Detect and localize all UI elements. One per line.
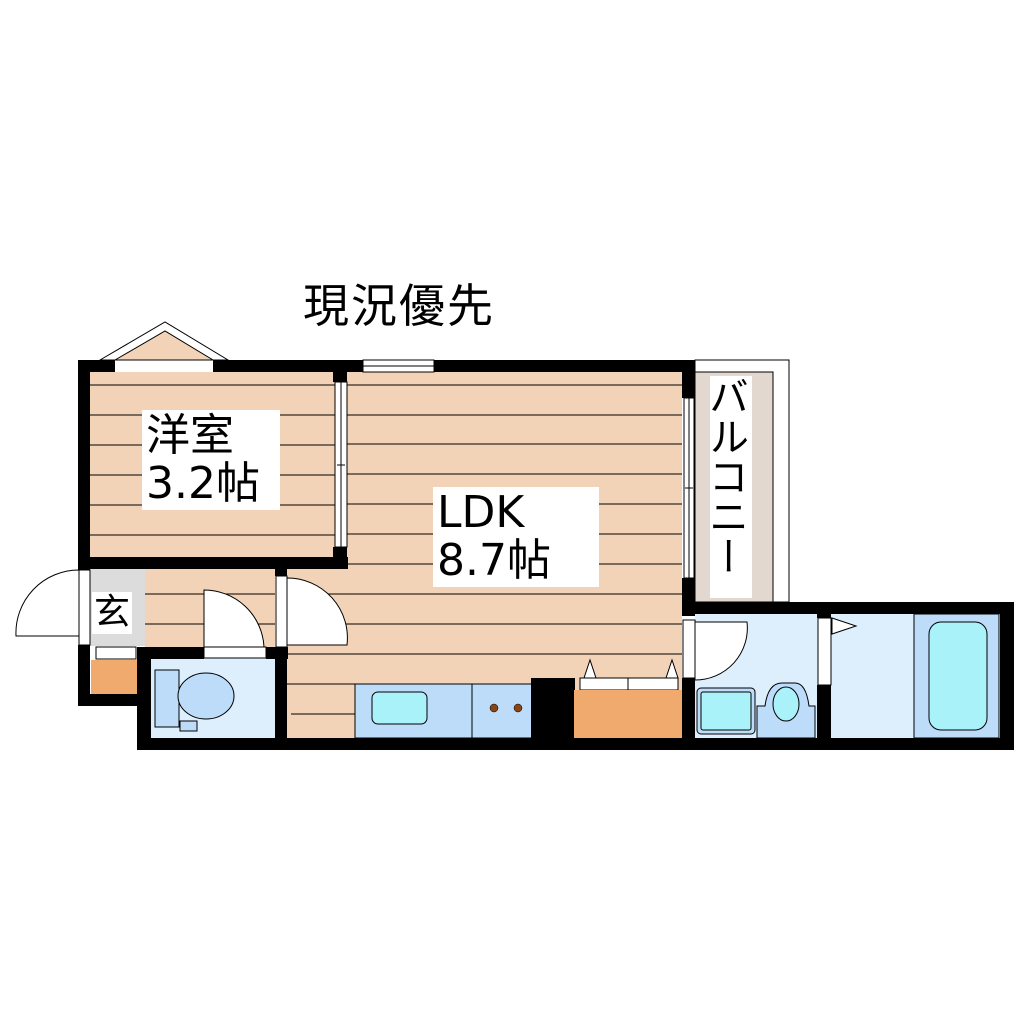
- western-room-label: 洋室 3.2帖: [142, 410, 280, 510]
- walls: [78, 360, 1014, 750]
- balcony-label: バルコニー: [710, 376, 752, 598]
- storage-unit: [574, 658, 682, 738]
- bathroom: [831, 613, 1000, 739]
- windows: [334, 359, 695, 579]
- ldk-name: LDK: [437, 487, 525, 538]
- doors: [15, 569, 832, 686]
- entrance-label: 玄: [92, 592, 133, 634]
- ldk-size: 8.7帖: [437, 535, 551, 586]
- plan-title: 現況優先: [303, 279, 495, 333]
- western-room-size: 3.2帖: [146, 458, 260, 509]
- kitchen-counter: [354, 678, 575, 739]
- bay-window: [98, 321, 230, 361]
- western-room-name: 洋室: [146, 410, 234, 461]
- ldk-label: LDK 8.7帖: [433, 487, 599, 587]
- toilet-room: [150, 658, 275, 738]
